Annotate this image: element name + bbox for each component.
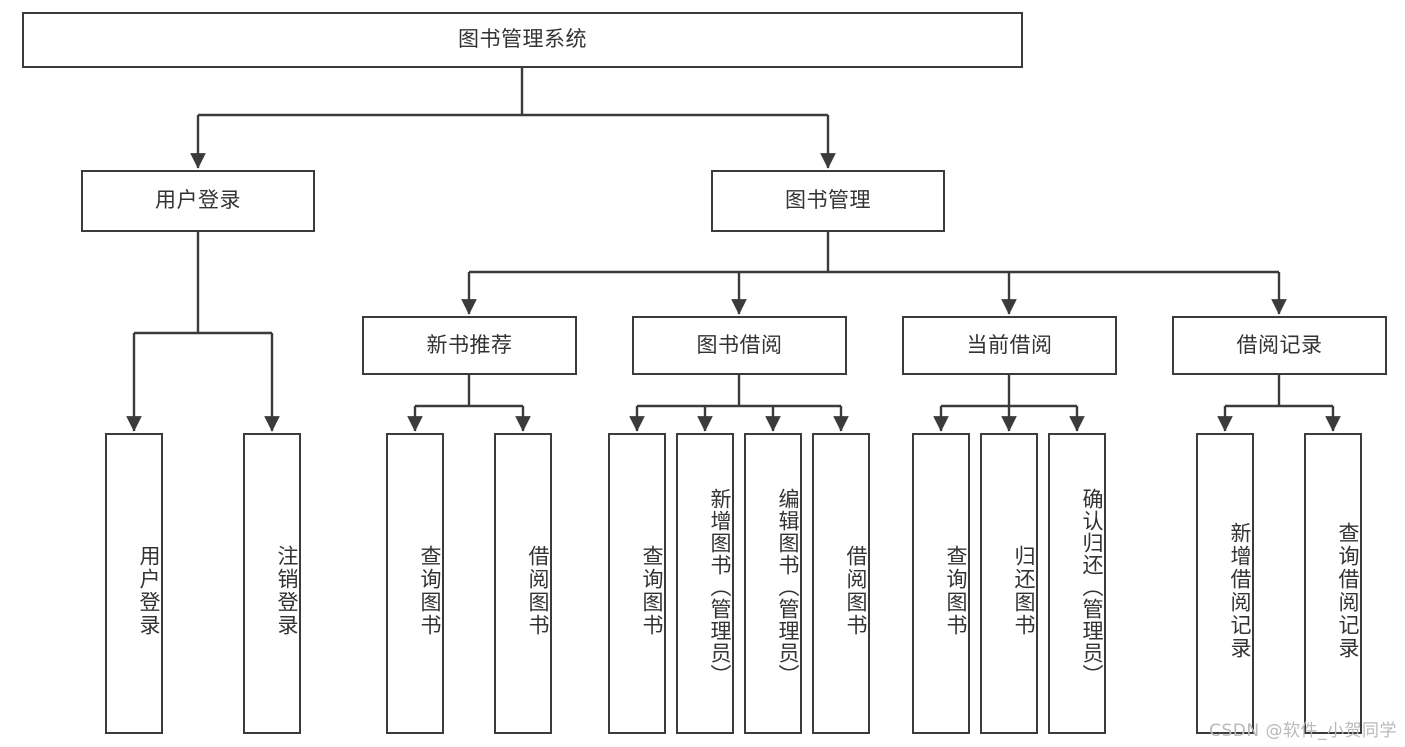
leaf-new-book-query-book[interactable]: 查询图书	[386, 433, 444, 734]
leaf-book-borrow-query-book[interactable]: 查询图书	[608, 433, 666, 734]
leaf-book-borrow-add-book-admin[interactable]: 新增图书（管理员）	[676, 433, 734, 734]
node-current-borrow[interactable]: 当前借阅	[902, 316, 1117, 375]
leaf-current-borrow-return-book[interactable]: 归还图书	[980, 433, 1038, 734]
node-book-borrow[interactable]: 图书借阅	[632, 316, 847, 375]
leaf-current-borrow-query-book[interactable]: 查询图书	[912, 433, 970, 734]
node-root-book-management-system[interactable]: 图书管理系统	[22, 12, 1023, 68]
leaf-book-borrow-borrow-book[interactable]: 借阅图书	[812, 433, 870, 734]
node-new-book-recommend[interactable]: 新书推荐	[362, 316, 577, 375]
leaf-borrow-record-add-record[interactable]: 新增借阅记录	[1196, 433, 1254, 734]
leaf-user-login-login[interactable]: 用户登录	[105, 433, 163, 734]
node-user-login[interactable]: 用户登录	[81, 170, 315, 232]
leaf-borrow-record-query-record[interactable]: 查询借阅记录	[1304, 433, 1362, 734]
leaf-new-book-borrow-book[interactable]: 借阅图书	[494, 433, 552, 734]
leaf-current-borrow-confirm-return-admin[interactable]: 确认归还（管理员）	[1048, 433, 1106, 734]
node-borrow-record[interactable]: 借阅记录	[1172, 316, 1387, 375]
leaf-user-login-logout[interactable]: 注销登录	[243, 433, 301, 734]
leaf-book-borrow-edit-book-admin[interactable]: 编辑图书（管理员）	[744, 433, 802, 734]
node-book-management[interactable]: 图书管理	[711, 170, 945, 232]
